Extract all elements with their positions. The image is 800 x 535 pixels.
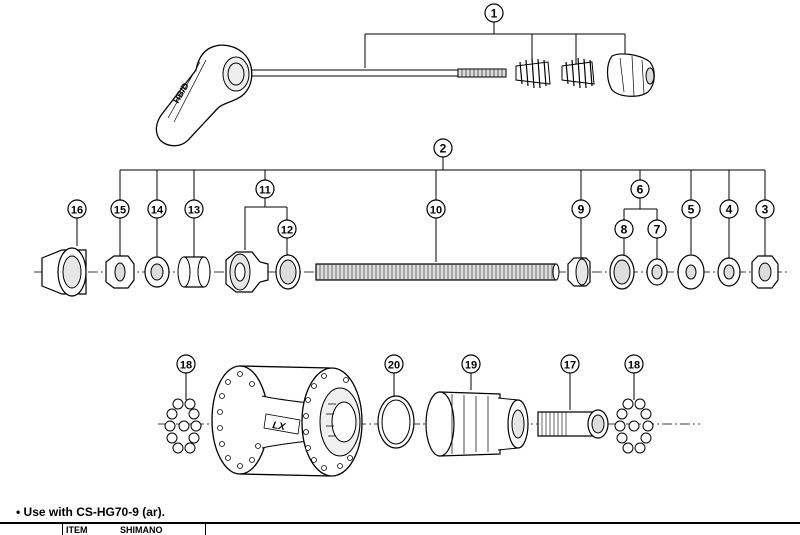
parts-table-header: ITEM SHIMANO	[0, 522, 800, 535]
svg-text:19: 19	[465, 360, 477, 372]
callout-3: 3	[755, 199, 775, 219]
part-19-freehub-body	[425, 391, 529, 457]
callout-1: 1	[484, 3, 504, 23]
part-11-cone	[225, 251, 269, 293]
part-9-cone	[567, 257, 591, 287]
svg-text:14: 14	[151, 205, 164, 217]
callout-2: 2	[433, 138, 453, 158]
part-13-spacer	[177, 256, 211, 288]
svg-text:1: 1	[491, 7, 498, 21]
svg-text:6: 6	[637, 183, 644, 197]
callout-6: 6	[630, 179, 650, 199]
part-3-lock-nut	[751, 255, 779, 289]
table-header-item: ITEM	[66, 525, 88, 535]
part-7-washer	[646, 258, 668, 286]
part-20-spacer-ring	[377, 395, 415, 449]
svg-text:18: 18	[628, 360, 640, 372]
hub-logo-text: LX	[271, 420, 287, 433]
svg-text:16: 16	[71, 205, 83, 217]
hub-body-group: LX	[158, 365, 700, 477]
svg-text:11: 11	[259, 185, 271, 197]
part-8-seal	[609, 254, 635, 290]
part-15-lock-nut	[105, 255, 135, 289]
callout-9: 9	[571, 199, 591, 219]
hub-shell: LX	[211, 365, 363, 477]
callout-14: 14	[147, 199, 167, 219]
callout-19: 19	[461, 354, 481, 374]
svg-text:10: 10	[430, 205, 442, 217]
quick-release-group: HB/D	[155, 22, 655, 147]
part-4-washer	[717, 257, 741, 287]
svg-text:18: 18	[180, 360, 192, 372]
adjusting-nut	[606, 53, 655, 97]
callout-15: 15	[110, 199, 130, 219]
compatibility-note: • Use with CS-HG70-9 (ar).	[16, 505, 165, 519]
svg-text:17: 17	[564, 360, 576, 372]
part-5-spacer	[677, 254, 705, 290]
callout-5: 5	[681, 199, 701, 219]
svg-text:2: 2	[440, 142, 447, 156]
callout-18-right: 18	[624, 354, 644, 374]
part-18-balls-right	[614, 398, 654, 454]
callout-12: 12	[277, 219, 297, 239]
callout-17: 17	[560, 354, 580, 374]
callout-8: 8	[614, 219, 634, 239]
spring-2	[561, 57, 595, 89]
part-10-hub-axle	[315, 263, 560, 281]
part-14-washer	[144, 256, 170, 288]
axle-assembly-group	[34, 157, 790, 297]
svg-text:15: 15	[114, 205, 126, 217]
part-18-balls-left	[164, 398, 202, 454]
callout-13: 13	[184, 199, 204, 219]
callout-16: 16	[67, 199, 87, 219]
svg-text:3: 3	[762, 203, 769, 217]
svg-text:5: 5	[688, 203, 695, 217]
callout-20: 20	[384, 354, 404, 374]
svg-text:13: 13	[188, 205, 200, 217]
svg-text:9: 9	[578, 203, 585, 217]
svg-text:8: 8	[621, 223, 628, 237]
callout-18-left: 18	[176, 354, 196, 374]
callout-11: 11	[255, 179, 275, 199]
part-12-seal	[275, 254, 301, 290]
callout-10: 10	[426, 199, 446, 219]
part-16-dust-cap	[41, 247, 87, 297]
spring-1	[515, 57, 551, 89]
svg-text:20: 20	[388, 360, 400, 372]
callout-7: 7	[647, 219, 667, 239]
callout-4: 4	[719, 199, 739, 219]
svg-text:12: 12	[281, 225, 293, 237]
part-17-fixing-bolt	[537, 409, 609, 439]
table-header-shimano: SHIMANO	[120, 525, 163, 535]
svg-text:4: 4	[726, 203, 733, 217]
svg-text:7: 7	[654, 223, 661, 237]
